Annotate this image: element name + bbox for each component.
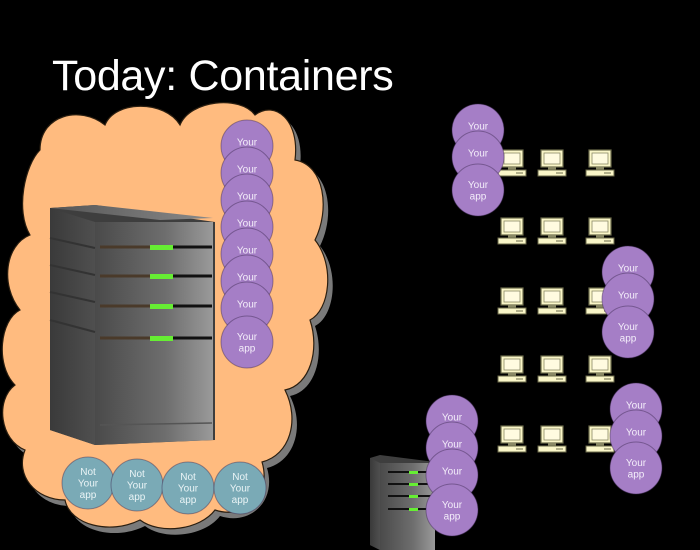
server-led xyxy=(409,508,418,511)
app-label: Your xyxy=(626,401,647,412)
computer-icon xyxy=(585,425,615,453)
app-containers: YourYourYourYourYourYourYourYourappNotYo… xyxy=(61,103,663,537)
app-label: Your xyxy=(237,219,258,230)
app-label: app xyxy=(628,469,645,480)
app-label: Your xyxy=(626,428,647,439)
app-label: Your xyxy=(618,264,639,275)
app-label: Your xyxy=(237,273,258,284)
computer-icon xyxy=(585,149,615,177)
app-label: Your xyxy=(442,440,463,451)
app-label: Your xyxy=(468,180,489,191)
server-led xyxy=(409,483,418,486)
app-label: Your xyxy=(178,484,199,495)
app-label: app xyxy=(620,333,637,344)
app-label: app xyxy=(239,343,256,354)
server-led xyxy=(150,304,173,309)
server-led xyxy=(409,471,418,474)
app-label: Your xyxy=(618,291,639,302)
app-label: Your xyxy=(237,192,258,203)
app-label: app xyxy=(232,495,249,506)
app-label: app xyxy=(470,191,487,202)
app-label: app xyxy=(444,511,461,522)
computer-icon xyxy=(585,355,615,383)
app-label: Not xyxy=(232,472,248,483)
server-led xyxy=(150,274,173,279)
app-label: Your xyxy=(237,300,258,311)
computer-icon xyxy=(537,287,567,315)
app-label: Your xyxy=(127,481,148,492)
computer-icon xyxy=(537,149,567,177)
app-label: app xyxy=(180,495,197,506)
computer-icon xyxy=(585,217,615,245)
app-label: Your xyxy=(78,479,99,490)
app-label: Your xyxy=(442,413,463,424)
app-label: Your xyxy=(237,165,258,176)
app-label: Your xyxy=(468,149,489,160)
app-label: Your xyxy=(230,484,251,495)
app-label: Not xyxy=(129,469,145,480)
server-led xyxy=(150,336,173,341)
computer-icon xyxy=(537,425,567,453)
small-server-icon xyxy=(370,455,435,550)
computer-icon xyxy=(537,217,567,245)
computer-icon xyxy=(497,149,527,177)
slide-title: Today: Containers xyxy=(52,52,394,100)
app-label: app xyxy=(129,492,146,503)
app-label: Not xyxy=(80,467,96,478)
computer-icon xyxy=(537,355,567,383)
app-label: Not xyxy=(180,472,196,483)
app-label: Your xyxy=(626,458,647,469)
app-label: Your xyxy=(237,138,258,149)
app-label: Your xyxy=(618,322,639,333)
computer-icon xyxy=(497,217,527,245)
computer-icon xyxy=(497,355,527,383)
server-led xyxy=(409,495,418,498)
app-label: app xyxy=(80,490,97,501)
computer-icon xyxy=(497,425,527,453)
app-label: Your xyxy=(237,332,258,343)
app-label: Your xyxy=(442,467,463,478)
large-server-icon xyxy=(49,205,215,445)
computer-grid xyxy=(497,149,615,453)
app-label: Your xyxy=(237,246,258,257)
app-label: Your xyxy=(468,122,489,133)
server-led xyxy=(150,245,173,250)
computer-icon xyxy=(497,287,527,315)
app-label: Your xyxy=(442,500,463,511)
